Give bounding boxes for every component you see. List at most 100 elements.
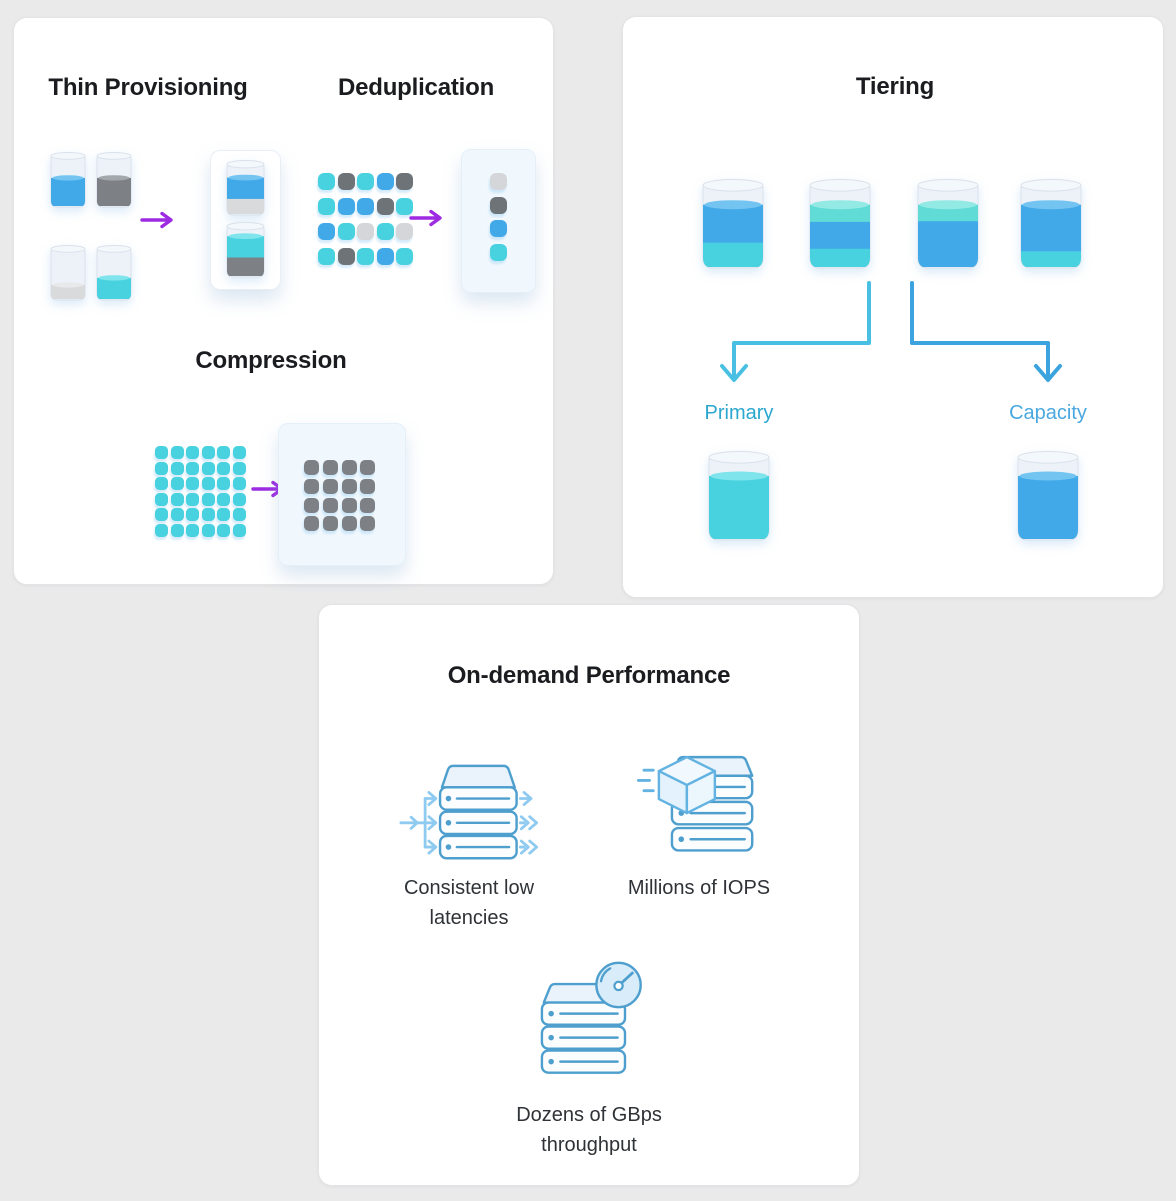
data-block-dot — [376, 248, 394, 265]
tiering-card: Tiering Primary Capacity — [622, 16, 1164, 598]
thin-source-cylinder — [95, 244, 133, 307]
thin-provisioning-title: Thin Provisioning — [48, 74, 248, 101]
data-block-dot — [490, 220, 507, 237]
data-block-dot — [217, 446, 230, 459]
dedup-block-grid — [318, 173, 413, 265]
iops-feature-label: Millions of IOPS — [627, 877, 771, 899]
data-block-dot — [337, 223, 355, 240]
data-block-dot — [232, 446, 246, 459]
data-block-dot — [376, 173, 394, 190]
performance-title: On-demand Performance — [447, 662, 731, 689]
throughput-feature-label: Dozens of GBps throughput — [516, 1104, 662, 1156]
data-block-dot — [304, 497, 319, 513]
compression-title: Compression — [195, 347, 347, 374]
data-block-dot — [490, 173, 507, 190]
data-block-dot — [337, 248, 355, 265]
tiering-title: Tiering — [855, 73, 935, 100]
thin-source-cylinder — [49, 244, 87, 307]
server-stack-io-arrows-icon — [399, 764, 539, 860]
data-block-dot — [396, 198, 413, 215]
data-block-dot — [341, 478, 357, 494]
data-block-dot — [217, 477, 230, 490]
data-block-dot — [337, 198, 355, 215]
data-block-dot — [170, 446, 184, 459]
deduplication-title: Deduplication — [337, 74, 495, 101]
pooled-cylinder — [225, 159, 266, 222]
tier-pool-cylinder — [701, 178, 765, 275]
data-block-dot — [232, 461, 246, 475]
thin-source-cylinder — [49, 151, 87, 214]
data-block-dot — [201, 492, 215, 506]
data-block-dot — [155, 477, 168, 490]
data-block-dot — [357, 248, 374, 265]
latency-feature-label: Consistent low latencies — [403, 877, 535, 929]
data-block-dot — [396, 248, 413, 265]
capacity-branch-arrow — [910, 281, 1062, 382]
data-block-dot — [341, 460, 357, 475]
compression-result-card — [278, 423, 406, 566]
data-block-dot — [217, 508, 230, 521]
data-block-dot — [201, 477, 215, 490]
arrow-right-icon — [140, 211, 173, 229]
data-block-dot — [170, 508, 184, 521]
data-block-dot — [170, 523, 184, 537]
data-block-dot — [304, 460, 319, 475]
pooled-cylinder — [225, 221, 266, 284]
dedup-result-dots — [490, 173, 507, 261]
data-block-dot — [341, 516, 357, 532]
data-block-dot — [155, 461, 168, 475]
data-block-dot — [376, 223, 394, 240]
data-block-dot — [490, 196, 507, 214]
data-block-dot — [318, 198, 335, 215]
data-block-dot — [304, 516, 319, 532]
data-block-dot — [318, 248, 335, 265]
data-block-dot — [186, 523, 199, 537]
data-block-dot — [322, 460, 338, 475]
data-block-dot — [357, 173, 374, 190]
data-block-dot — [232, 477, 246, 490]
data-block-dot — [155, 492, 168, 506]
data-block-dot — [217, 461, 230, 475]
data-block-dot — [337, 173, 355, 190]
data-block-dot — [186, 492, 199, 506]
tier-primary-label: Primary — [704, 402, 774, 424]
thin-source-cylinder — [95, 151, 133, 214]
tier-pool-cylinder — [916, 178, 980, 275]
data-block-dot — [186, 446, 199, 459]
data-block-dot — [201, 523, 215, 537]
data-block-dot — [318, 223, 335, 240]
data-block-dot — [322, 478, 338, 494]
arrow-right-icon — [409, 209, 442, 227]
data-block-dot — [170, 477, 184, 490]
data-block-dot — [322, 497, 338, 513]
efficiency-card: Thin Provisioning Deduplication Compress… — [13, 17, 554, 585]
server-stack-gauge-icon — [540, 961, 642, 1074]
data-block-dot — [322, 516, 338, 532]
data-block-dot — [318, 173, 335, 190]
data-block-dot — [201, 446, 215, 459]
data-block-dot — [360, 497, 376, 513]
data-block-dot — [186, 461, 199, 475]
tier-pool-cylinder — [1019, 178, 1083, 275]
data-block-dot — [232, 508, 246, 521]
data-block-dot — [396, 223, 413, 240]
dedup-result-card — [461, 149, 536, 293]
data-block-dot — [232, 523, 246, 537]
primary-tier-cylinder — [707, 450, 771, 547]
data-block-dot — [360, 516, 376, 532]
data-block-dot — [490, 243, 507, 261]
data-block-dot — [232, 492, 246, 506]
primary-branch-arrow — [720, 281, 871, 382]
data-block-dot — [201, 461, 215, 475]
tiering-branch-arrows — [720, 281, 1062, 382]
tier-pool-cylinder — [808, 178, 872, 275]
data-block-dot — [217, 492, 230, 506]
data-block-dot — [376, 198, 394, 215]
data-block-dot — [155, 523, 168, 537]
data-block-dot — [357, 198, 374, 215]
data-block-dot — [360, 460, 376, 475]
data-block-dot — [186, 477, 199, 490]
compression-result-grid — [304, 460, 376, 532]
data-block-dot — [201, 508, 215, 521]
data-block-dot — [396, 173, 413, 190]
